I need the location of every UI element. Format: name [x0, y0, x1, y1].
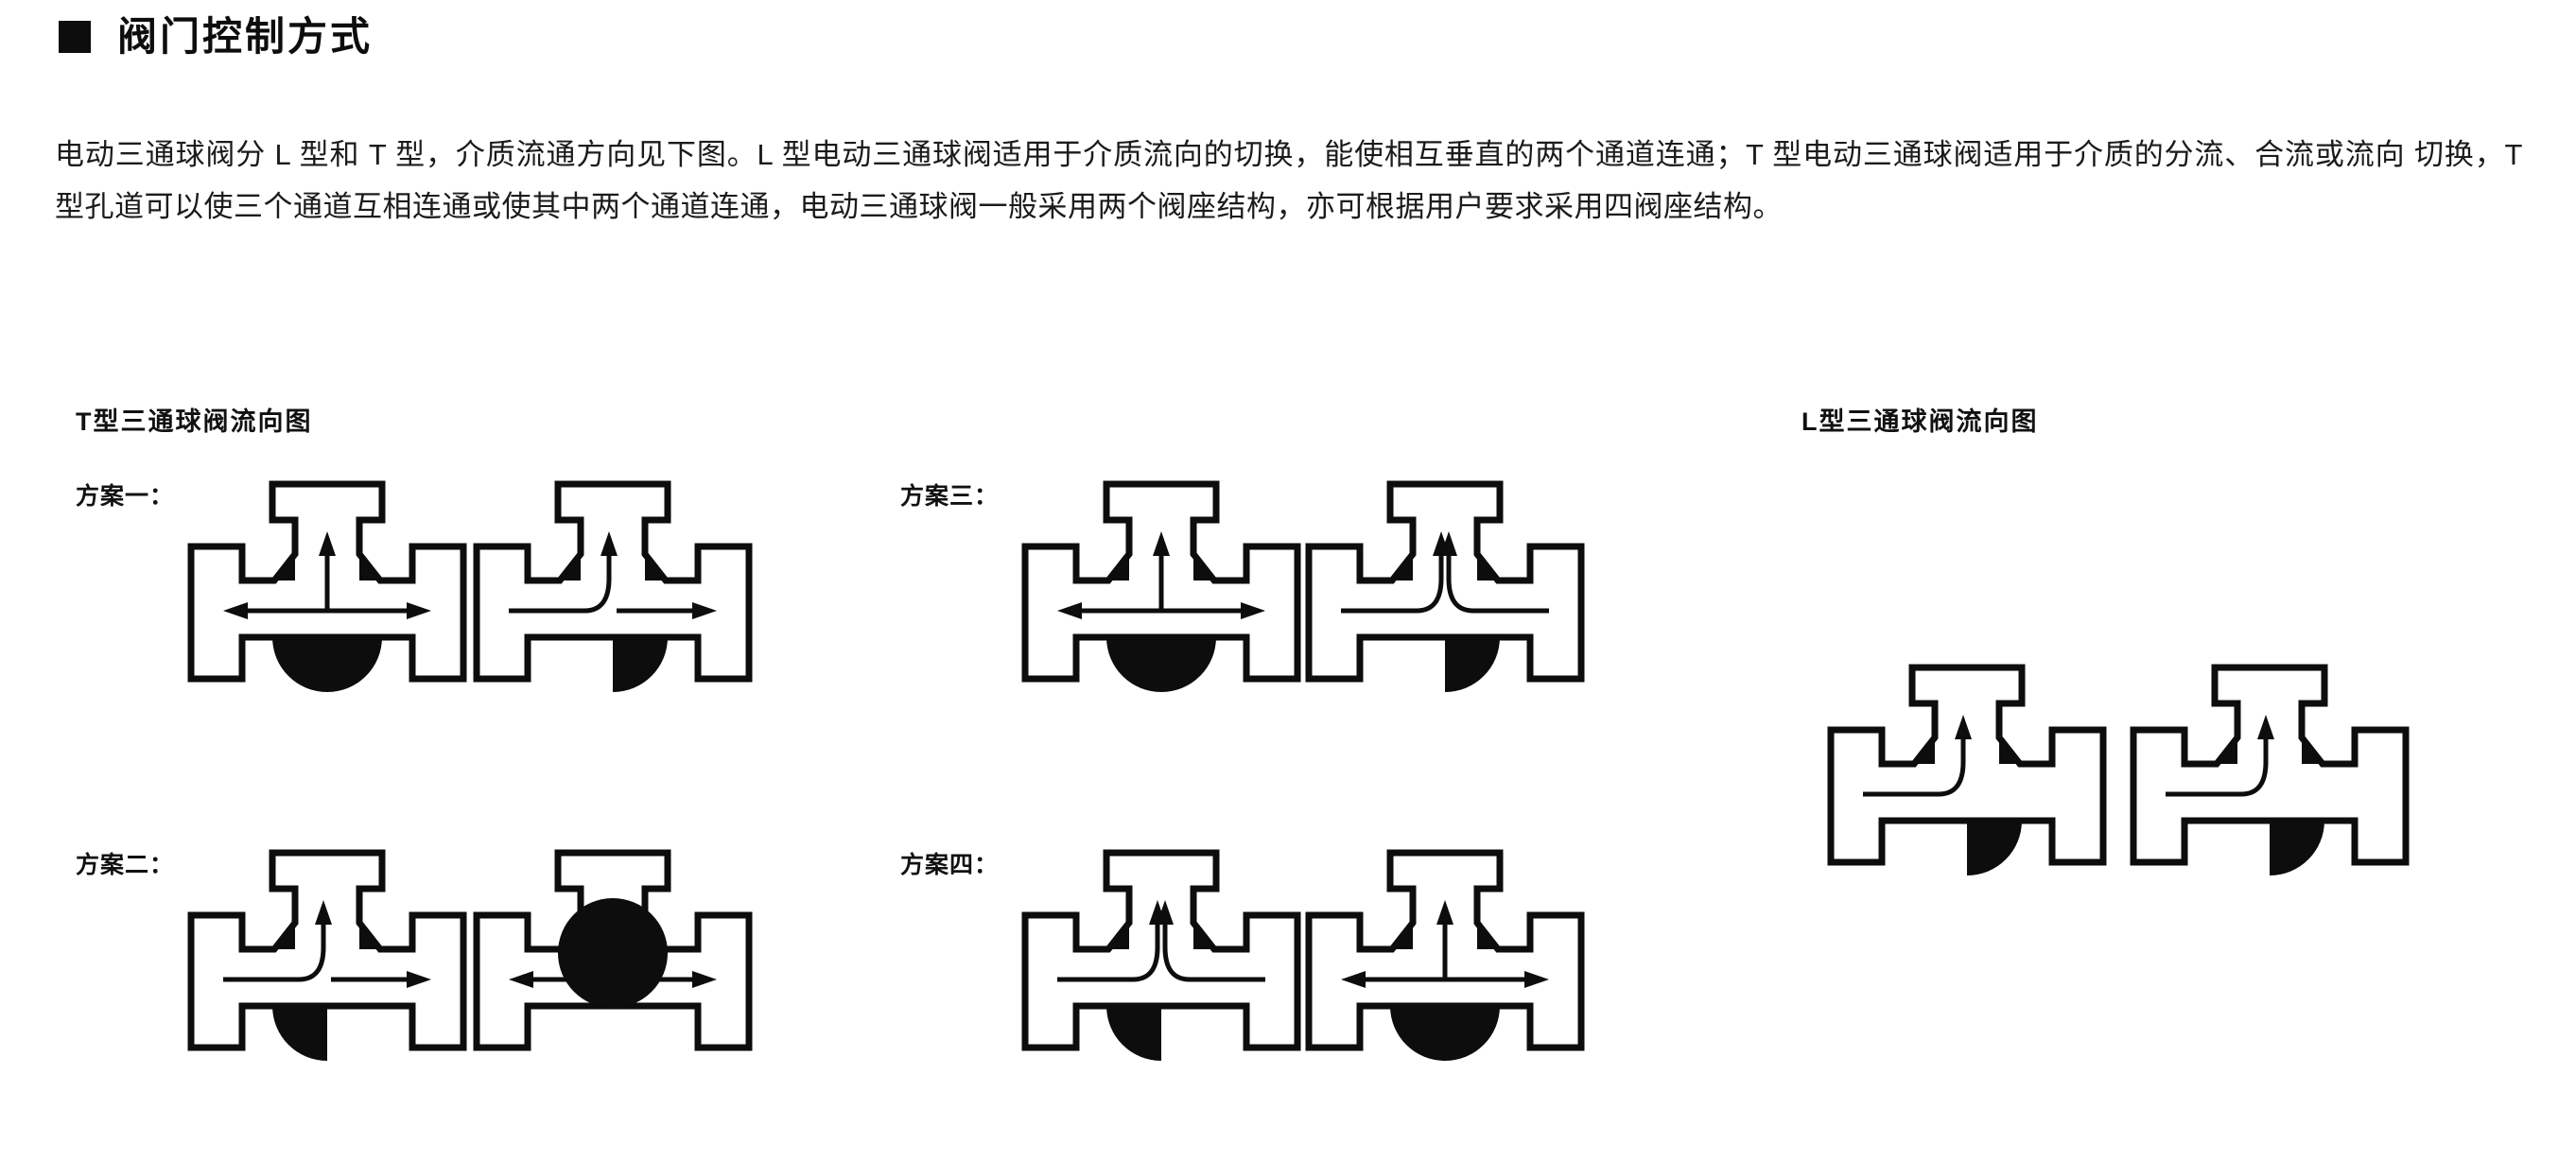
valve-l2-svg — [2130, 664, 2410, 875]
valve-ball-fill-2 — [1106, 637, 1216, 692]
valve-t3b-svg — [1305, 480, 1585, 692]
scheme-label-two: 方案二： — [76, 852, 175, 878]
valve-l1-svg — [1827, 664, 2107, 875]
valve-ball-fill-2 — [558, 898, 668, 1008]
valve-t2a-svg — [187, 849, 467, 1061]
valve-t1b-svg — [473, 480, 753, 692]
valve-ball-fill-2 — [272, 637, 382, 692]
valve-t2a — [185, 847, 469, 1095]
valve-ball-fill-2 — [1106, 1006, 1161, 1061]
valve-t1a-svg — [187, 480, 467, 692]
valve-ball-fill-0 — [1101, 556, 1129, 580]
valve-ball-fill-0 — [1384, 925, 1413, 949]
valve-t3b — [1303, 478, 1587, 726]
valve-ball-fill-1 — [1477, 925, 1506, 949]
valve-body-outline — [1021, 849, 1301, 1051]
valve-ball-fill-0 — [1906, 739, 1935, 764]
valve-l1 — [1825, 662, 2109, 910]
valve-t4b-svg — [1305, 849, 1585, 1061]
valve-t2b-svg — [473, 849, 753, 1051]
valve-ball-fill-2 — [1445, 637, 1500, 692]
valve-body-outline — [473, 480, 753, 683]
valve-ball-fill-1 — [359, 925, 388, 949]
valve-body-outline — [187, 849, 467, 1051]
valve-t4a-svg — [1021, 849, 1301, 1061]
scheme-label-three: 方案三： — [900, 483, 1000, 510]
valve-t3a-svg — [1021, 480, 1301, 692]
valve-t1b — [471, 478, 755, 726]
valve-ball-fill-1 — [1477, 556, 1506, 580]
valve-t4b — [1303, 847, 1587, 1095]
valve-t1a — [185, 478, 469, 726]
valve-ball-fill-0 — [552, 556, 581, 580]
valve-ball-fill-2 — [1390, 1006, 1500, 1061]
valve-ball-fill-1 — [359, 556, 388, 580]
valve-t3a — [1019, 478, 1303, 726]
valve-ball-fill-1 — [2302, 739, 2330, 764]
valve-ball-fill-2 — [613, 637, 668, 692]
valve-t4a — [1019, 847, 1303, 1095]
valve-l2 — [2128, 662, 2411, 910]
t-type-section-heading: T型三通球阀流向图 — [76, 407, 313, 436]
page-title-row: 阀门控制方式 — [59, 17, 373, 57]
page-title: 阀门控制方式 — [117, 14, 374, 59]
valve-body-outline — [1305, 480, 1585, 683]
valve-body-outline — [1827, 664, 2107, 866]
l-type-section-heading: L型三通球阀流向图 — [1801, 407, 2039, 436]
scheme-label-four: 方案四： — [900, 852, 1000, 878]
valve-ball-fill-1 — [1193, 556, 1222, 580]
scheme-label-one: 方案一： — [76, 483, 175, 510]
valve-ball-fill-0 — [1384, 556, 1413, 580]
valve-ball-fill-1 — [1999, 739, 2028, 764]
valve-ball-fill-2 — [1967, 821, 2022, 875]
square-bullet-icon — [59, 21, 91, 53]
valve-ball-fill-0 — [267, 556, 295, 580]
valve-ball-fill-2 — [272, 1006, 327, 1061]
valve-ball-fill-1 — [645, 556, 673, 580]
valve-ball-fill-1 — [1193, 925, 1222, 949]
valve-ball-fill-2 — [2270, 821, 2324, 875]
valve-ball-fill-0 — [267, 925, 295, 949]
intro-paragraph-text: 电动三通球阀分 L 型和 T 型，介质流通方向见下图。L 型电动三通球阀适用于介… — [55, 138, 2523, 223]
valve-ball-fill-0 — [2209, 739, 2237, 764]
valve-body-outline — [2130, 664, 2410, 866]
valve-ball-fill-0 — [1101, 925, 1129, 949]
valve-t2b — [471, 847, 755, 1095]
intro-paragraph: 电动三通球阀分 L 型和 T 型，介质流通方向见下图。L 型电动三通球阀适用于介… — [55, 129, 2523, 233]
